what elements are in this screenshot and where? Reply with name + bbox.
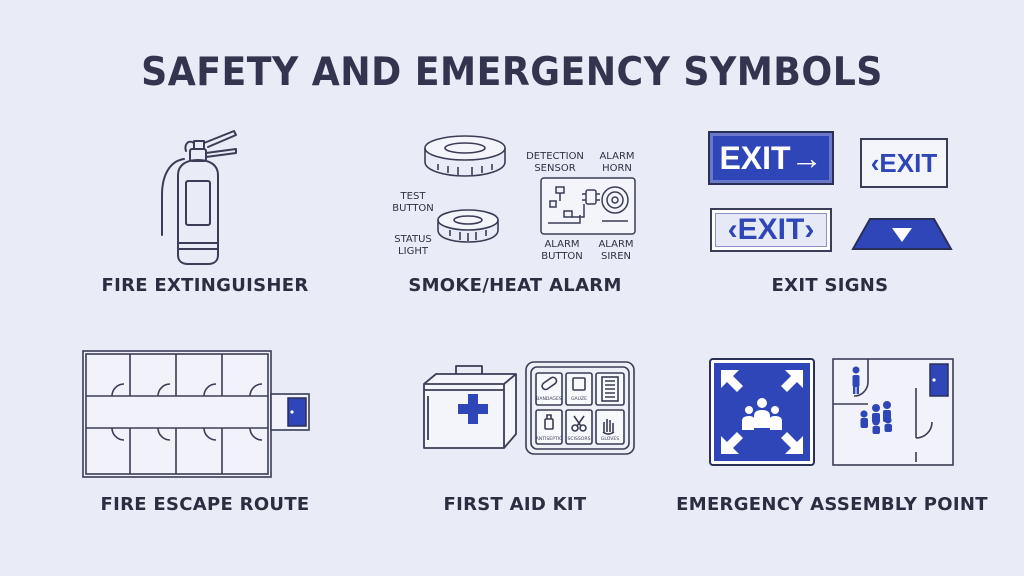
label-fire-extinguisher: FIRE EXTINGUISHER — [101, 275, 309, 296]
fire-extinguisher-icon — [161, 130, 237, 265]
kit-item-scissors: SCISSORS — [567, 436, 590, 442]
exit-sign-icon: EXIT→ — [708, 131, 834, 185]
first-aid-case-icon — [423, 365, 517, 449]
down-arrow-sign-icon — [851, 218, 953, 250]
page-title: SAFETY AND EMERGENCY SYMBOLS — [141, 50, 883, 95]
label-first-aid-kit: FIRST AID KIT — [443, 494, 587, 515]
callout-alarm-siren: ALARM SIREN — [598, 239, 634, 262]
smoke-detector-icon — [424, 135, 506, 243]
assembly-point-icon — [709, 358, 815, 466]
kit-item-antiseptic: ANTISEPTIC — [536, 436, 563, 442]
label-smoke-heat-alarm: SMOKE/HEAT ALARM — [408, 275, 622, 296]
exit-sign-icon: ‹EXIT› — [710, 208, 832, 252]
label-exit-signs: EXIT SIGNS — [771, 275, 889, 296]
exit-sign-text: ‹EXIT — [870, 147, 938, 178]
kit-item-gauze: GAUZE — [571, 396, 587, 402]
callout-alarm-horn: ALARM HORN — [599, 151, 635, 174]
callout-detection-sensor: DETECTION SENSOR — [526, 151, 584, 174]
exit-sign-text: EXIT→ — [719, 139, 823, 176]
label-fire-escape-route: FIRE ESCAPE ROUTE — [100, 494, 310, 515]
kit-item-bandages: BANDAGES — [536, 396, 562, 402]
callout-status-light: STATUS LIGHT — [394, 234, 432, 257]
circuit-board-icon — [540, 177, 636, 235]
exit-sign-icon: ‹EXIT — [860, 138, 948, 188]
callout-alarm-button: ALARM BUTTON — [541, 239, 583, 262]
evacuation-plan-icon — [832, 358, 954, 466]
exit-sign-text: ‹EXIT› — [727, 213, 815, 246]
floor-plan-icon — [82, 350, 310, 478]
first-aid-contents-icon: BANDAGES GAUZE ANTISEPTIC SCISSORS GLOVE… — [525, 361, 635, 455]
callout-test-button: TEST BUTTON — [392, 191, 434, 214]
kit-item-gloves: GLOVES — [601, 436, 620, 442]
label-emergency-assembly-point: EMERGENCY ASSEMBLY POINT — [676, 494, 988, 515]
